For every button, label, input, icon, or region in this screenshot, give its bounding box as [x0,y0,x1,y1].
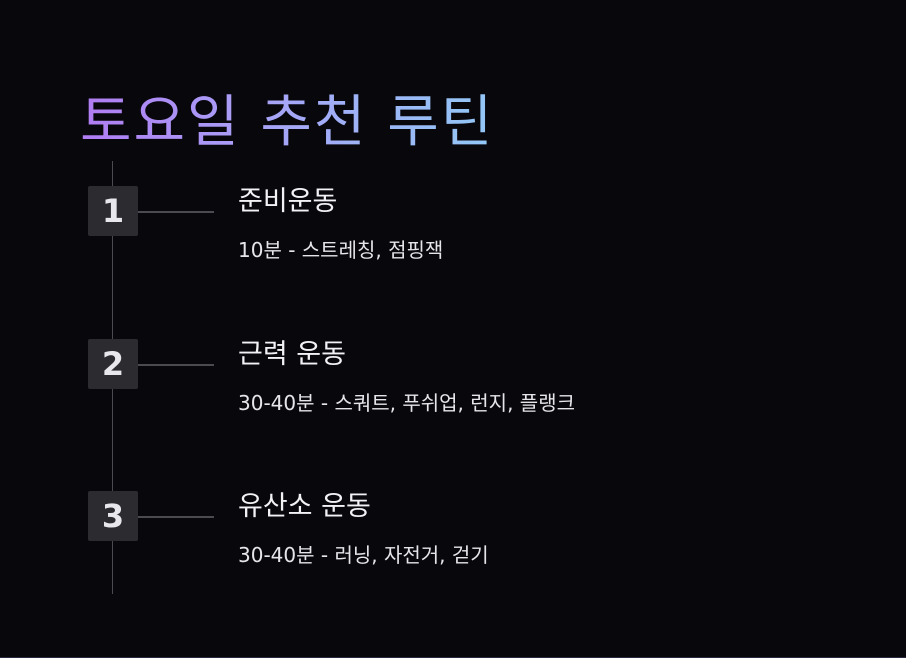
step-description: 30-40분 - 스쿼트, 푸쉬업, 런지, 플랭크 [238,391,575,415]
step-number-badge: 1 [88,186,138,236]
routine-step-2: 2 근력 운동 30-40분 - 스쿼트, 푸쉬업, 런지, 플랭크 [0,339,906,439]
step-connector [138,211,214,213]
step-connector [138,516,214,518]
step-number-badge: 3 [88,491,138,541]
page-title: 토요일 추천 루틴 [80,89,495,155]
step-title: 준비운동 [238,186,338,217]
step-number-badge: 2 [88,339,138,389]
step-connector [138,364,214,366]
step-title: 유산소 운동 [238,491,371,522]
routine-step-3: 3 유산소 운동 30-40분 - 러닝, 자전거, 걷기 [0,491,906,591]
routine-step-1: 1 준비운동 10분 - 스트레칭, 점핑잭 [0,186,906,286]
step-description: 30-40분 - 러닝, 자전거, 걷기 [238,543,489,567]
step-description: 10분 - 스트레칭, 점핑잭 [238,238,444,262]
step-title: 근력 운동 [238,339,346,370]
